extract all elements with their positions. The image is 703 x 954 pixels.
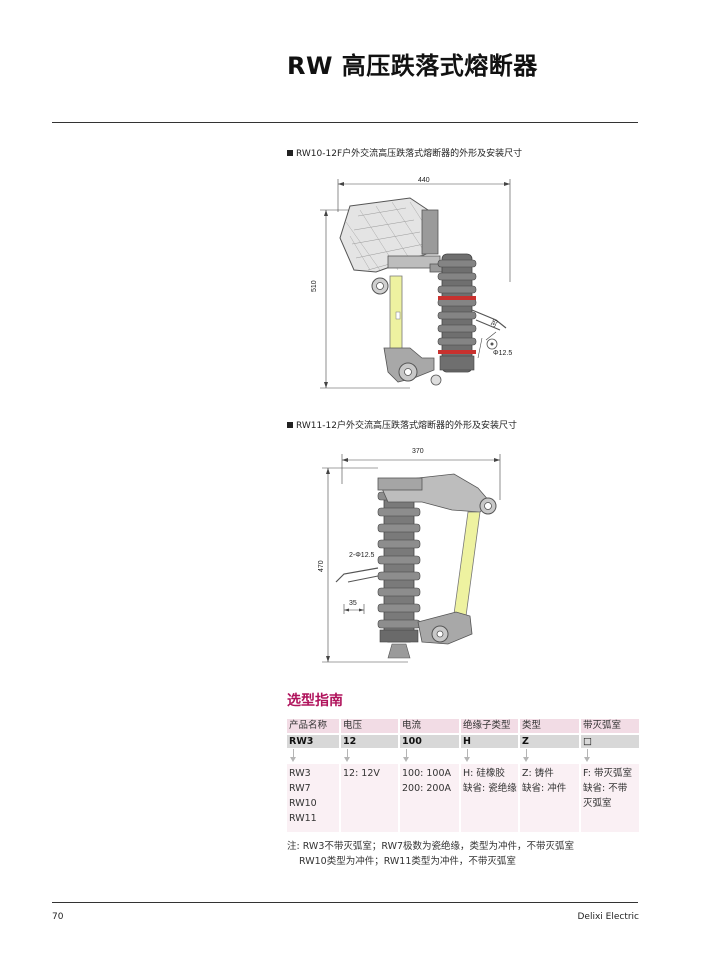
col-code: 12 bbox=[341, 735, 398, 748]
footer-divider bbox=[52, 902, 638, 903]
selection-guide-title: 选型指南 bbox=[287, 693, 343, 709]
col-insulator-type: 绝缘子类型 H H: 硅橡胶 缺省: 瓷绝缘 bbox=[461, 719, 518, 832]
rw11-fuse-drawing bbox=[322, 454, 501, 663]
arrow-down-icon bbox=[287, 748, 339, 764]
col-header: 类型 bbox=[520, 719, 579, 733]
desc-line: RW3 bbox=[289, 768, 311, 779]
col-desc: 100: 100A 200: 200A bbox=[400, 764, 459, 832]
desc-line: 缺省: 瓷绝缘 bbox=[463, 783, 517, 794]
col-header: 带灭弧室 bbox=[581, 719, 639, 733]
desc-line: F: 带灭弧室 bbox=[583, 768, 632, 779]
arrow-down-icon bbox=[461, 748, 518, 764]
col-current: 电流 100 100: 100A 200: 200A bbox=[400, 719, 459, 832]
col-voltage: 电压 12 12: 12V bbox=[341, 719, 398, 832]
page-title: RW 高压跌落式熔断器 bbox=[287, 52, 538, 80]
col-code: RW3 bbox=[287, 735, 339, 748]
header-divider bbox=[52, 122, 638, 123]
col-type: 类型 Z Z: 铸件 缺省: 冲件 bbox=[520, 719, 579, 832]
arrow-down-icon bbox=[581, 748, 639, 764]
desc-line: 缺省: 冲件 bbox=[522, 783, 567, 794]
col-code: □ bbox=[581, 735, 639, 748]
col-product-name: 产品名称 RW3 RW3 RW7 RW10 RW11 bbox=[287, 719, 339, 832]
col-desc: Z: 铸件 缺省: 冲件 bbox=[520, 764, 579, 832]
note-line: 注: RW3不带灭弧室；RW7极数为瓷绝缘，类型为冲件，不带灭弧室 bbox=[287, 841, 575, 852]
rw10-hole-dim: Φ12.5 bbox=[493, 350, 513, 357]
rw11-width-dim: 370 bbox=[412, 448, 424, 455]
desc-line: 200: 200A bbox=[402, 783, 451, 794]
arrow-down-icon bbox=[400, 748, 459, 764]
rw11-slot-dim: 35 bbox=[349, 600, 357, 607]
bullet-square-icon bbox=[287, 150, 293, 156]
desc-line: H: 硅橡胶 bbox=[463, 768, 505, 779]
arrow-down-icon bbox=[341, 748, 398, 764]
bullet-square-icon bbox=[287, 422, 293, 428]
desc-line: RW10 bbox=[289, 798, 317, 809]
note-line: RW10类型为冲件；RW11类型为冲件，不带灭弧室 bbox=[299, 856, 516, 867]
desc-line: RW11 bbox=[289, 813, 317, 824]
desc-line: 缺省: 不带 bbox=[583, 783, 628, 794]
col-desc: 12: 12V bbox=[341, 764, 398, 832]
col-code: Z bbox=[520, 735, 579, 748]
rw10-height-dim: 510 bbox=[311, 280, 318, 292]
col-desc: F: 带灭弧室 缺省: 不带 灭弧室 bbox=[581, 764, 639, 832]
col-code: 100 bbox=[400, 735, 459, 748]
col-arc-chamber: 带灭弧室 □ F: 带灭弧室 缺省: 不带 灭弧室 bbox=[581, 719, 639, 832]
desc-line: 灭弧室 bbox=[583, 798, 612, 809]
col-header: 电流 bbox=[400, 719, 459, 733]
rw11-height-dim: 470 bbox=[318, 560, 325, 572]
rw10-fuse-drawing bbox=[320, 179, 511, 389]
selection-note: 注: RW3不带灭弧室；RW7极数为瓷绝缘，类型为冲件，不带灭弧室 RW10类型… bbox=[287, 839, 574, 869]
figure-1-caption-text: RW10-12F户外交流高压跌落式熔断器的外形及安装尺寸 bbox=[296, 149, 523, 159]
col-header: 绝缘子类型 bbox=[461, 719, 518, 733]
figure-2-caption: RW11-12户外交流高压跌落式熔断器的外形及安装尺寸 bbox=[287, 418, 517, 431]
desc-line: 100: 100A bbox=[402, 768, 451, 779]
col-desc: RW3 RW7 RW10 RW11 bbox=[287, 764, 339, 832]
brand-name: Delixi Electric bbox=[577, 912, 639, 922]
col-header: 产品名称 bbox=[287, 719, 339, 733]
selection-table: 产品名称 RW3 RW3 RW7 RW10 RW11 电压 12 12: 12V… bbox=[287, 719, 639, 835]
desc-line: 12: 12V bbox=[343, 768, 380, 779]
col-desc: H: 硅橡胶 缺省: 瓷绝缘 bbox=[461, 764, 518, 832]
figure-2-caption-text: RW11-12户外交流高压跌落式熔断器的外形及安装尺寸 bbox=[296, 421, 517, 431]
page-number: 70 bbox=[52, 912, 64, 922]
col-header: 电压 bbox=[341, 719, 398, 733]
rw10-width-dim: 440 bbox=[418, 177, 430, 184]
arrow-down-icon bbox=[520, 748, 579, 764]
desc-line: RW7 bbox=[289, 783, 311, 794]
col-code: H bbox=[461, 735, 518, 748]
desc-line: Z: 铸件 bbox=[522, 768, 554, 779]
rw11-hole-dim: 2-Φ12.5 bbox=[349, 552, 375, 559]
figure-1-caption: RW10-12F户外交流高压跌落式熔断器的外形及安装尺寸 bbox=[287, 146, 522, 159]
